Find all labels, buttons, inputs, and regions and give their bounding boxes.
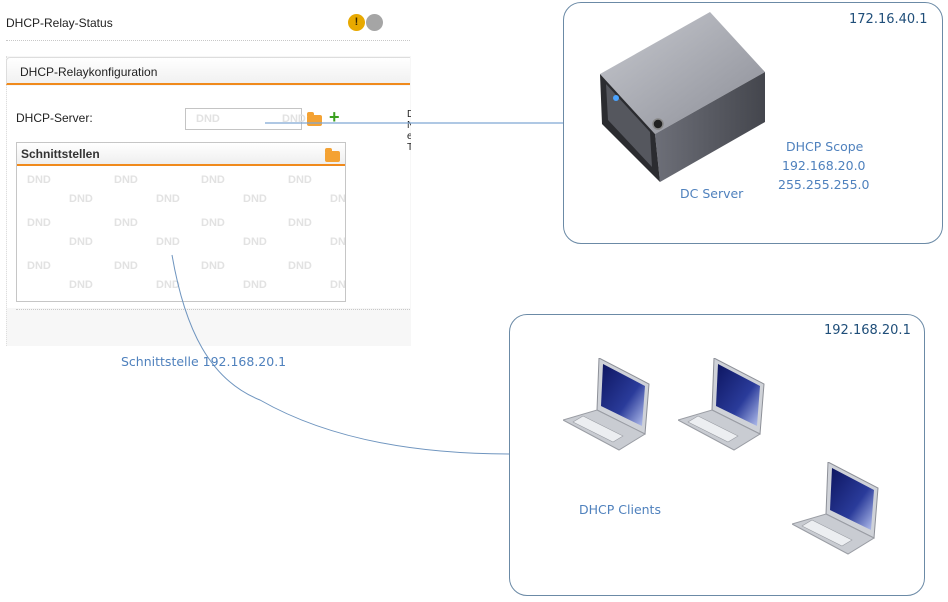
watermark: DND [201, 174, 225, 186]
truncated-line: e [407, 131, 411, 142]
watermark: DND [156, 279, 180, 291]
watermark: DND [156, 193, 180, 205]
warning-status-icon: ! [348, 14, 365, 31]
watermark: DND [201, 260, 225, 272]
folder-icon[interactable] [325, 148, 340, 162]
dhcp-clients-label: DHCP Clients [579, 502, 661, 517]
watermark: DND [201, 217, 225, 229]
status-divider [6, 40, 410, 41]
relay-config-title: DHCP-Relaykonfiguration [20, 65, 158, 79]
laptop-icon [676, 357, 768, 458]
watermark: DND [27, 260, 51, 272]
truncated-line: D [407, 109, 411, 120]
laptop-icon [790, 461, 882, 562]
watermark: DND [288, 174, 312, 186]
interfaces-title: Schnittstellen [21, 147, 100, 161]
watermark: DND [330, 193, 346, 205]
watermark: DND [288, 217, 312, 229]
server-network-ip: 172.16.40.1 [849, 12, 928, 27]
interface-annotation: Schnittstelle 192.168.20.1 [121, 354, 287, 369]
watermark: DND [27, 174, 51, 186]
watermark: DND [114, 174, 138, 186]
laptop-icon [561, 357, 653, 458]
watermark: DND [330, 236, 346, 248]
watermark: DND [288, 260, 312, 272]
watermark: DND [69, 236, 93, 248]
interfaces-list[interactable]: Schnittstellen DND DND DND DND DND DND DND DND D… [16, 142, 346, 302]
relay-config-header [6, 57, 410, 85]
inactive-status-icon [366, 14, 383, 31]
server-label: DC Server [680, 186, 744, 201]
dhcp-scope-network: 192.168.20.0 [782, 158, 866, 173]
truncated-line: N [407, 120, 411, 131]
server-icon [600, 12, 765, 182]
watermark: DND [27, 217, 51, 229]
folder-icon[interactable] [307, 112, 322, 126]
watermark: DND [114, 260, 138, 272]
panel-divider [16, 309, 410, 310]
watermark: DND [282, 113, 306, 125]
clients-network-ip: 192.168.20.1 [824, 323, 911, 338]
dhcp-scope-mask: 255.255.255.0 [778, 177, 870, 192]
watermark: DND [243, 193, 267, 205]
watermark: DND [69, 193, 93, 205]
watermark: DND [330, 279, 346, 291]
add-icon[interactable]: + [329, 107, 340, 127]
watermark: DND [69, 279, 93, 291]
dhcp-server-input[interactable]: DND DND [185, 108, 306, 130]
relay-status-title: DHCP-Relay-Status [6, 16, 113, 30]
watermark: DND [243, 236, 267, 248]
watermark: DND [114, 217, 138, 229]
watermark: DND [156, 236, 180, 248]
dhcp-scope-title: DHCP Scope [786, 139, 864, 154]
interface-connector-curve [171, 254, 511, 455]
watermark: DND [196, 113, 220, 125]
truncated-line: T [407, 142, 411, 153]
dhcp-server-label: DHCP-Server: [16, 111, 93, 125]
watermark: DND [243, 279, 267, 291]
truncated-side-text: D N e T [407, 109, 411, 153]
interfaces-header: Schnittstellen [17, 143, 345, 166]
